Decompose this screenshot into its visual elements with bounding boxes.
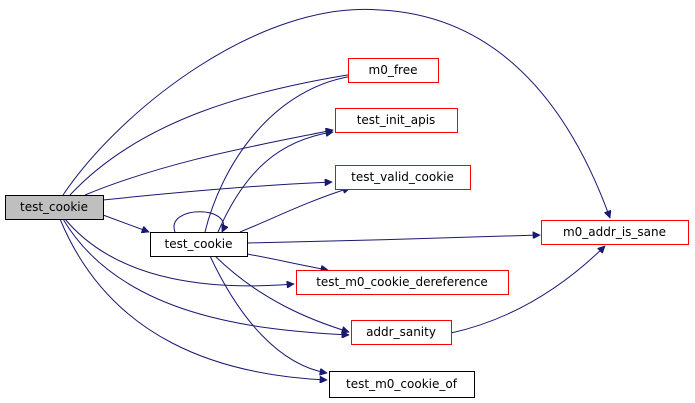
node-box — [335, 165, 471, 190]
node-label: addr_sanity — [366, 325, 436, 339]
edge-root-to-test_m0_cookie_dereference — [64, 218, 294, 286]
node-label: m0_addr_is_sane — [563, 225, 666, 239]
edge-root-to-m0_addr_is_sane — [62, 8, 610, 218]
node-addr-sanity[interactable]: addr_sanity — [351, 320, 452, 345]
node-label: test_cookie — [20, 200, 88, 214]
edge-root-to-tc — [102, 214, 149, 232]
edge-root-to-test_m0_cookie_of — [59, 218, 327, 380]
node-test-m0-cookie-dereference[interactable]: test_m0_cookie_dereference — [296, 270, 509, 295]
node-m0-addr-is-sane[interactable]: m0_addr_is_sane — [541, 220, 689, 245]
edge-root-to-test_init_apis — [84, 130, 333, 196]
edge-root-to-addr_sanity — [62, 218, 349, 335]
nodes-layer: test_cookie test_cookie m0_free test_init_a… — [5, 58, 689, 398]
edge-tc-to-m0_addr_is_sane — [246, 235, 540, 244]
node-label: test_valid_cookie — [351, 170, 454, 184]
node-label: test_m0_cookie_of — [346, 377, 458, 391]
node-label: m0_free — [369, 63, 418, 77]
node-label: test_init_apis — [357, 113, 436, 127]
node-box — [351, 320, 452, 345]
edge-tc-to-addr_sanity — [214, 255, 349, 332]
node-root: test_cookie — [5, 195, 104, 220]
node-box — [296, 270, 509, 295]
edge-tc-to-test_m0_cookie_dereference — [246, 253, 328, 270]
node-test-init-apis[interactable]: test_init_apis — [335, 108, 458, 133]
node-tc: test_cookie — [150, 232, 248, 257]
edge-tc-to-test_valid_cookie — [239, 188, 350, 233]
node-box — [348, 58, 439, 83]
node-box — [150, 232, 248, 257]
node-test-m0-cookie-of: test_m0_cookie_of — [329, 371, 475, 398]
node-label: test_m0_cookie_dereference — [316, 275, 488, 289]
edge-tc-to-m0_free — [204, 75, 360, 233]
edge-tc-to-tc — [173, 211, 224, 232]
edge-tc-to-test_m0_cookie_of — [209, 255, 327, 373]
edge-root-to-test_valid_cookie — [102, 182, 332, 201]
node-box — [5, 195, 104, 220]
node-label: test_cookie — [165, 237, 233, 251]
edge-addr_sanity-to-m0_addr_is_sane — [450, 246, 605, 334]
node-m0-free[interactable]: m0_free — [348, 58, 439, 83]
node-box — [335, 108, 458, 133]
node-box — [541, 220, 689, 245]
edge-tc-to-test_init_apis — [217, 132, 333, 233]
edge-root-to-m0_free — [69, 73, 360, 196]
edges-layer — [59, 8, 610, 380]
node-box — [329, 371, 475, 398]
node-test-valid-cookie[interactable]: test_valid_cookie — [335, 165, 471, 190]
